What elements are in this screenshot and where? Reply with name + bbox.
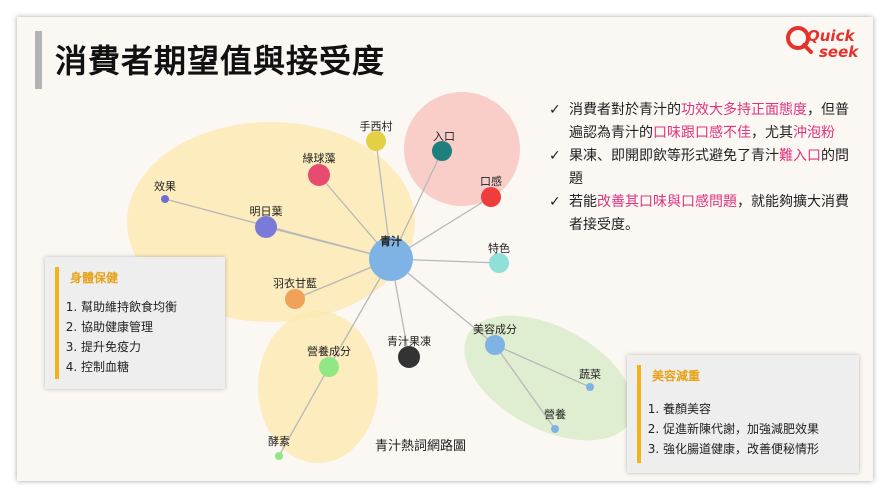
highlighted-phrase: 功效大多持正面態度 [681, 102, 807, 118]
node-yuyiganlan [285, 289, 305, 309]
label-tese: 特色 [488, 241, 510, 255]
node-xiaoguo [161, 195, 169, 203]
svg-text:seek: seek [819, 43, 859, 61]
text-segment: ，就能夠擴大消費者接受度。 [569, 194, 849, 233]
label-mingriye: 明日葉 [250, 204, 283, 218]
bullet-text: 若能改善其口味與口感問題，就能夠擴大消費者接受度。 [569, 191, 859, 237]
label-lvqiuzao: 綠球藻 [303, 151, 336, 165]
text-segment: 果凍、即開即飲等形式避免了青汁 [569, 148, 779, 164]
node-lvqiuzao [308, 164, 330, 186]
list-item: 控制血糖 [81, 357, 177, 377]
label-meirongchengfen: 美容成分 [473, 322, 517, 336]
node-yingyangchengfen [319, 357, 339, 377]
text-segment: 的問題 [569, 148, 849, 187]
node-qingzhi [369, 237, 413, 281]
diagram-caption: 青汁熱詞網路圖 [375, 439, 467, 454]
list-item: 幫助維持飲食均衡 [81, 297, 177, 317]
highlighted-phrase: 沖泡粉 [793, 125, 835, 141]
node-shouxicun [366, 131, 386, 151]
label-kougan: 口感 [480, 175, 502, 188]
list-item: 養顏美容 [663, 399, 819, 419]
label-yuyiganlan: 羽衣甘藍 [273, 276, 317, 290]
box-title: 身體保健 [70, 271, 119, 285]
node-kougan [481, 187, 501, 207]
health-benefits-list: 幫助維持飲食均衡 協助健康管理 提升免疫力 控制血糖 [51, 297, 177, 377]
node-rukou [432, 141, 452, 161]
label-jiaosu: 酵素 [268, 435, 290, 448]
quickseek-logo: Quick seek [786, 26, 859, 61]
bullet-item: ✓ 消費者對於青汁的功效大多持正面態度，但普遍認為青汁的口味跟口感不佳，尤其沖泡… [549, 99, 859, 145]
bullet-item: ✓ 若能改善其口味與口感問題，就能夠擴大消費者接受度。 [549, 191, 859, 237]
list-item: 提升免疫力 [81, 337, 177, 357]
beauty-benefits-list: 養顏美容 促進新陳代謝，加強減肥效果 強化腸道健康，改善便秘情形 [633, 399, 819, 459]
svg-text:Quick: Quick [807, 27, 855, 45]
checkmark-icon: ✓ [549, 148, 561, 164]
node-yingyang [551, 425, 559, 433]
insight-bullets: ✓ 消費者對於青汁的功效大多持正面態度，但普遍認為青汁的口味跟口感不佳，尤其沖泡… [549, 99, 859, 237]
label-rukou: 入口 [433, 130, 455, 143]
label-shucai: 蔬菜 [579, 368, 601, 381]
label-qingzhiguodong: 青汁果凍 [387, 335, 431, 348]
label-yingyangchengfen: 營養成分 [307, 344, 351, 358]
node-meirongchengfen [485, 335, 505, 355]
list-item: 協助健康管理 [81, 317, 177, 337]
highlighted-phrase: 改善其口味與口感問題 [597, 194, 737, 210]
box-accent-bar [637, 365, 641, 463]
list-item: 促進新陳代謝，加強減肥效果 [663, 419, 819, 439]
node-tese [489, 253, 509, 273]
checkmark-icon: ✓ [549, 194, 561, 210]
label-qingzhi: 青汁 [380, 234, 402, 248]
beauty-benefits-box: 美容減重 養顏美容 促進新陳代謝，加強減肥效果 強化腸道健康，改善便秘情形 [627, 355, 859, 473]
box-accent-bar [55, 267, 59, 379]
highlighted-phrase: 口味跟口感不佳 [653, 125, 751, 141]
node-mingriye [255, 216, 277, 238]
label-yingyang: 營養 [544, 407, 566, 421]
text-segment: 若能 [569, 194, 597, 210]
box-title: 美容減重 [652, 369, 701, 383]
list-item: 強化腸道健康，改善便秘情形 [663, 439, 819, 459]
text-segment: 消費者對於青汁的 [569, 102, 681, 118]
title-accent-bar [35, 31, 42, 89]
beauty-cluster [464, 315, 634, 441]
bullet-text: 果凍、即開即飲等形式避免了青汁難入口的問題 [569, 145, 859, 191]
bullet-text: 消費者對於青汁的功效大多持正面態度，但普遍認為青汁的口味跟口感不佳，尤其沖泡粉 [569, 99, 859, 145]
health-benefits-box: 身體保健 幫助維持飲食均衡 協助健康管理 提升免疫力 控制血糖 [45, 257, 225, 389]
node-qingzhiguodong [398, 346, 420, 368]
node-shucai [586, 383, 594, 391]
node-jiaosu [275, 452, 283, 460]
bullet-item: ✓ 果凍、即開即飲等形式避免了青汁難入口的問題 [549, 145, 859, 191]
page-title: 消費者期望值與接受度 [55, 42, 386, 80]
label-xiaoguo: 效果 [154, 179, 176, 193]
highlighted-phrase: 難入口 [779, 148, 821, 164]
checkmark-icon: ✓ [549, 102, 561, 118]
text-segment: ，尤其 [751, 125, 793, 141]
slide: 消費者期望值與接受度 Quick seek [17, 17, 873, 481]
taste-cluster [404, 92, 520, 206]
label-shouxicun: 手西村 [360, 119, 393, 133]
text-segment: ，但普遍認為青汁的 [569, 102, 849, 141]
